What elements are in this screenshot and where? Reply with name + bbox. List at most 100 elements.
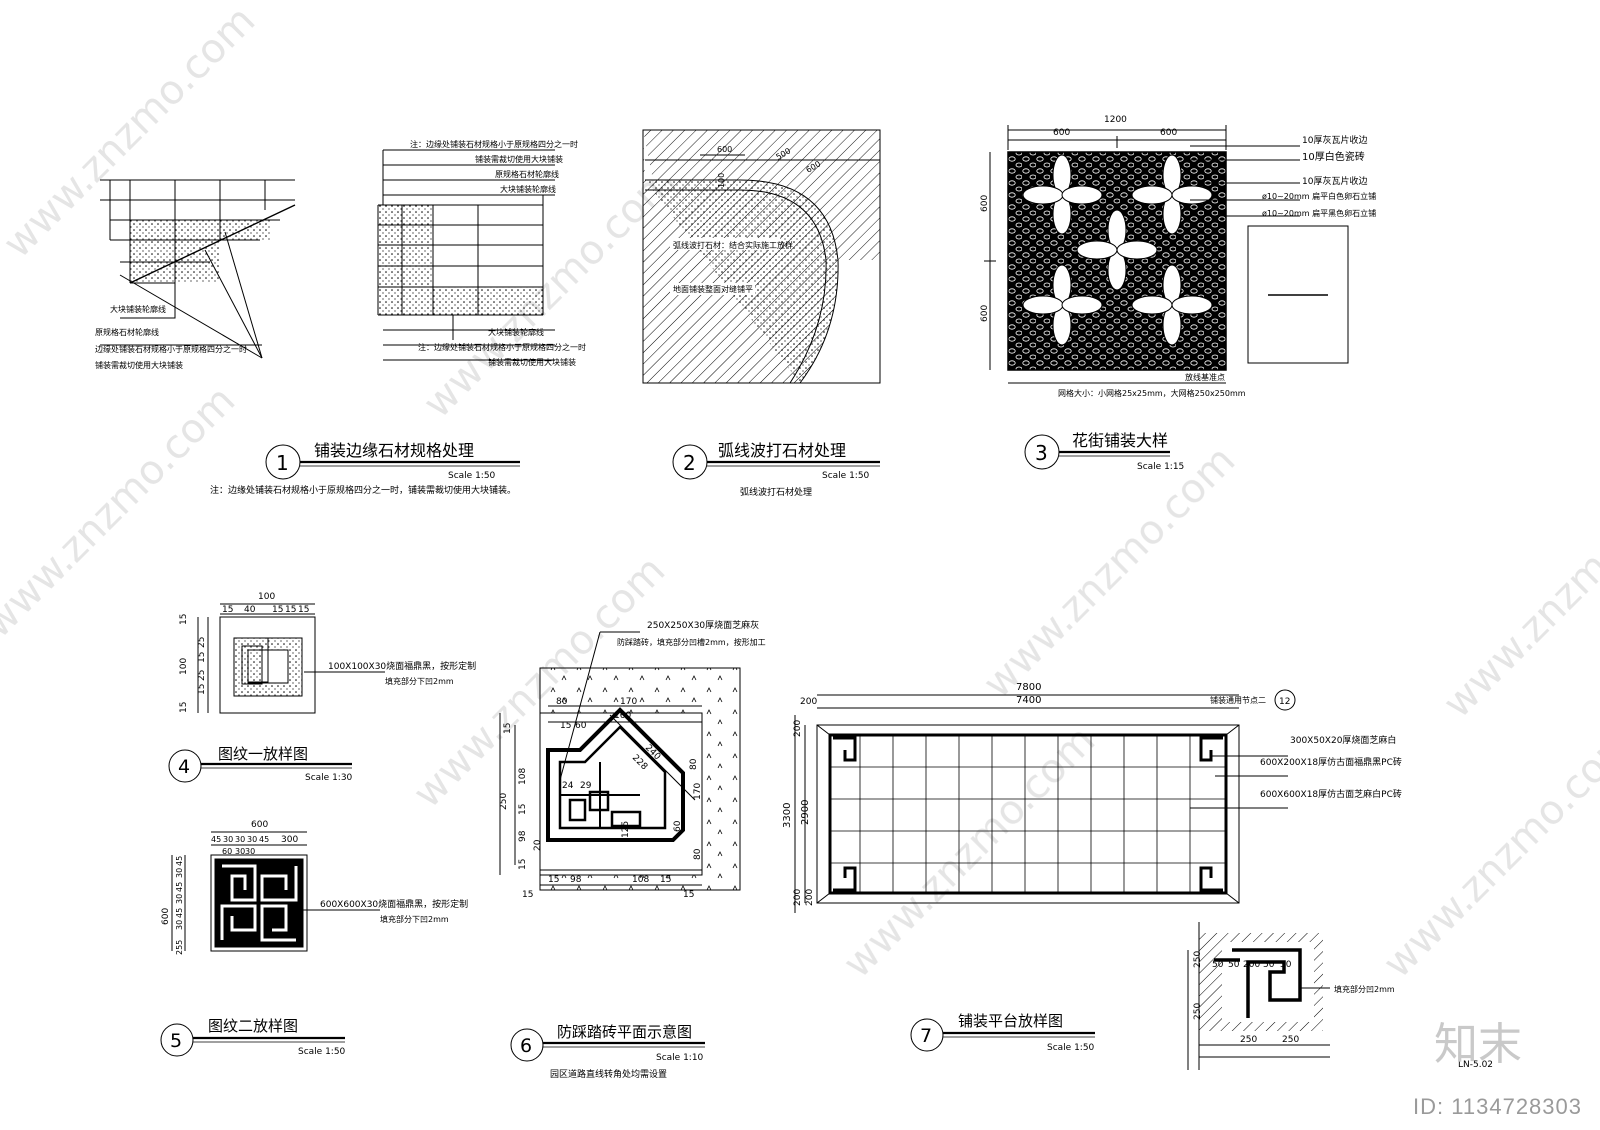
detail-title: 图纹二放样图	[208, 1017, 298, 1035]
detail-scale: Scale 1:50	[822, 471, 870, 481]
detail-6-labels: 250X250X30厚烧面芝麻灰 防踩踏砖，填充部分凹槽2mm，按形加工 160…	[499, 619, 766, 900]
detail-4-labels: 100 15 40 15 15 15 15 25 15 25 15 100 15…	[179, 592, 476, 713]
d5-dim: 30	[235, 847, 245, 856]
d5-dim: 600	[251, 820, 268, 830]
d3-dim: 1200	[1104, 115, 1127, 125]
detail-number: 2	[683, 451, 696, 475]
d4-dim: 25	[197, 670, 207, 681]
d1-label: 原规格石材轮廓线	[95, 327, 159, 337]
d4-label: 填充部分下凹2mm	[385, 676, 454, 686]
d4-dim: 15	[285, 605, 296, 615]
detail-scale: Scale 1:30	[305, 773, 353, 783]
watermark-text: www.znzmo.com	[835, 717, 1105, 987]
detail-number: 6	[520, 1035, 532, 1057]
d7-sub-dim: 200	[1243, 960, 1260, 970]
d3-label: 放线基准点	[1185, 372, 1225, 382]
detail-7-drawing	[794, 694, 1288, 913]
d1b-label: 注：边缘处铺装石材规格小于原规格四分之一时	[410, 139, 578, 149]
detail-number: 4	[178, 756, 190, 778]
d5-dim: 30	[175, 868, 184, 878]
detail-number: 1	[276, 451, 289, 475]
d6-dim: 15	[548, 875, 559, 885]
d4-dim: 15	[272, 605, 283, 615]
watermark-text: www.znzmo.com	[1375, 717, 1600, 987]
d7-label: 600X600X18厚仿古面芝麻白PC砖	[1260, 788, 1402, 800]
d2-label: 弧线波打石材：结合实际施工放样	[673, 240, 793, 250]
image-id-label: ID: 1134728303	[1413, 1094, 1582, 1119]
detail-note: 弧线波打石材处理	[740, 486, 812, 498]
detail-number: 3	[1035, 441, 1048, 465]
detail-3-labels: 1200 600 600 600 600 10厚灰瓦片收边 10厚白色瓷砖 10…	[980, 115, 1376, 398]
d6-dim: 108	[632, 875, 649, 885]
detail-scale: Scale 1:50	[1047, 1043, 1095, 1053]
d4-dim: 100	[258, 592, 275, 602]
d7-sub-dim: 50	[1212, 960, 1224, 970]
detail-1-labels: 大块铺装轮廓线 原规格石材轮廓线 边缘处铺装石材规格小于原规格四分之一时 铺装需…	[95, 304, 247, 370]
d6-dim: 98	[570, 875, 582, 885]
detail-1b-drawing	[377, 149, 555, 361]
d1-label: 边缘处铺装石材规格小于原规格四分之一时	[95, 344, 247, 354]
d6-dim: 15	[503, 723, 513, 734]
d5-dim: 30	[235, 835, 245, 844]
detail-title-3: 3 花街铺装大样 Scale 1:15	[1024, 431, 1184, 472]
detail-number: 5	[170, 1030, 182, 1052]
d6-dim: 125	[621, 821, 631, 838]
d3-dim: 600	[980, 195, 990, 212]
d7-label: 600X200X18厚仿古面福鼎黑PC砖	[1260, 756, 1402, 768]
d3-label: ø10~20mm 扁平黑色卵石立铺	[1262, 208, 1376, 218]
d2-label: 地面铺装整面对缝铺平	[673, 284, 753, 294]
detail-5-drawing	[171, 831, 380, 952]
d1-label: 铺装需裁切使用大块铺装	[95, 360, 183, 370]
d7-sub-dim: 250	[1193, 1003, 1203, 1020]
detail-title-7: 7 铺装平台放样图 Scale 1:50	[910, 1012, 1095, 1053]
d5-dim: 45	[259, 835, 269, 844]
d6-dim: 15	[518, 804, 528, 815]
d4-dim: 25	[197, 637, 207, 648]
d7-sub-dim: 50	[1280, 960, 1292, 970]
detail-7-corner-labels: 250 50 50 200 50 50 250 250 250 填充部分凹2mm…	[1193, 951, 1493, 1070]
detail-1-drawing	[100, 179, 296, 359]
d6-dim: 98	[518, 830, 528, 842]
detail-2-drawing	[642, 129, 881, 384]
d7-dim: 200	[793, 889, 803, 906]
watermark-text: www.znzmo.com	[0, 377, 244, 647]
d6-dim: 15	[683, 890, 694, 900]
d3-label: 10厚灰瓦片收边	[1302, 134, 1367, 146]
detail-3-drawing	[984, 125, 1349, 384]
detail-scale: Scale 1:10	[656, 1053, 704, 1063]
d6-label: 防踩踏砖，填充部分凹槽2mm，按形加工	[617, 637, 766, 647]
d1b-label: 原规格石材轮廓线	[495, 169, 559, 179]
d7-sub-dim: 250	[1193, 951, 1203, 968]
d6-dim: 24	[562, 781, 574, 791]
detail-title: 铺装边缘石材规格处理	[314, 441, 474, 460]
d5-label: 填充部分下凹2mm	[380, 914, 449, 924]
detail-7-corner-drawing	[1187, 922, 1330, 1070]
detail-title-5: 5 图纹二放样图 Scale 1:50	[160, 1017, 346, 1057]
d1b-label: 注：边缘处铺装石材规格小于原规格四分之一时	[418, 342, 586, 352]
d5-label: 600X600X30烧面福鼎黑，按形定制	[320, 898, 468, 910]
d4-dim: 100	[179, 658, 189, 675]
detail-6-drawing	[499, 631, 741, 891]
d6-dim: 170	[693, 783, 703, 800]
d6-dim: 20	[533, 839, 543, 851]
d7-dim: 7400	[1016, 695, 1041, 706]
d1b-label: 大块铺装轮廓线	[488, 327, 544, 337]
d7-dim: 200	[800, 697, 817, 707]
d6-dim: 80	[689, 758, 699, 770]
d1-label: 大块铺装轮廓线	[110, 304, 166, 314]
d5-dim: 45	[175, 882, 184, 892]
d2-dim: 100	[717, 173, 726, 188]
d6-label: 250X250X30厚烧面芝麻灰	[647, 619, 759, 631]
sheet-code: LN-5.02	[1458, 1060, 1493, 1070]
detail-title: 铺装平台放样图	[958, 1012, 1063, 1030]
d1b-label: 铺装需裁切使用大块铺装	[475, 154, 563, 164]
d4-dim: 15	[197, 652, 207, 663]
watermark-text: www.znzmo.com	[1435, 457, 1600, 727]
d5-dim: 30	[245, 847, 255, 856]
d7-sub-dim: 50	[1228, 960, 1240, 970]
d4-dim: 15	[298, 605, 309, 615]
d6-dim: 80	[556, 697, 568, 707]
detail-scale: Scale 1:50	[448, 471, 496, 481]
d6-dim: 60	[575, 721, 587, 731]
d6-dim: 170	[620, 697, 637, 707]
